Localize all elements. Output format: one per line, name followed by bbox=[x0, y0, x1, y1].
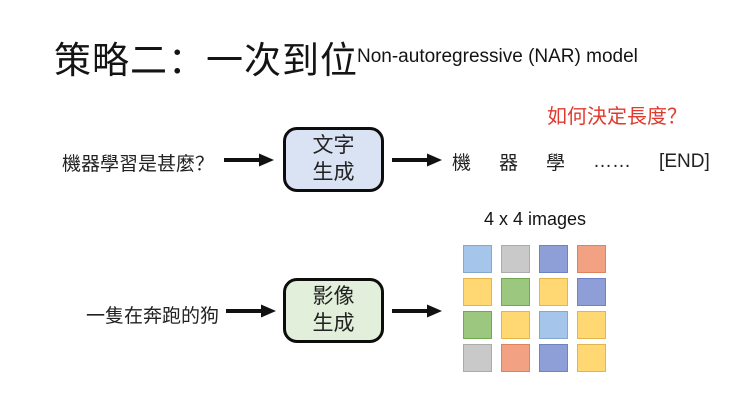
ellipsis-token: …… bbox=[593, 150, 632, 172]
image-grid bbox=[463, 245, 606, 372]
text-generation-box: 文字 生成 bbox=[283, 127, 384, 192]
grid-cell-orange bbox=[577, 245, 606, 273]
grid-cell-gray bbox=[501, 245, 530, 273]
right-arrow-icon bbox=[226, 304, 276, 318]
grid-label: 4 x 4 images bbox=[483, 209, 587, 229]
length-question-note: 如何決定長度？ bbox=[547, 106, 687, 128]
output-token: 學 bbox=[546, 153, 566, 174]
grid-cell-lightblue bbox=[463, 245, 492, 273]
grid-cell-gray bbox=[463, 344, 492, 372]
grid-cell-yellow bbox=[463, 278, 492, 306]
output-token: 機 bbox=[452, 153, 472, 174]
grid-cell-yellow bbox=[577, 344, 606, 372]
right-arrow-icon bbox=[392, 153, 442, 167]
grid-cell-lightblue bbox=[539, 311, 568, 339]
output-token-row: 機 器 學 …… [END] bbox=[452, 148, 710, 175]
text-flow-input: 機器學習是甚麼？ bbox=[62, 154, 215, 175]
grid-cell-blue bbox=[577, 278, 606, 306]
page-title: 策略二：一次到位 bbox=[54, 40, 358, 81]
grid-cell-blue bbox=[539, 245, 568, 273]
image-flow-input: 一隻在奔跑的狗 bbox=[86, 306, 220, 327]
grid-cell-yellow bbox=[539, 278, 568, 306]
grid-cell-yellow bbox=[501, 311, 530, 339]
output-token: 器 bbox=[499, 153, 519, 174]
grid-cell-green bbox=[501, 278, 530, 306]
end-token: [END] bbox=[659, 150, 710, 172]
grid-cell-yellow bbox=[577, 311, 606, 339]
page-subtitle: Non-autoregressive (NAR) model bbox=[357, 46, 638, 67]
right-arrow-icon bbox=[392, 304, 442, 318]
grid-cell-orange bbox=[501, 344, 530, 372]
grid-cell-green bbox=[463, 311, 492, 339]
grid-cell-blue bbox=[539, 344, 568, 372]
image-generation-box: 影像 生成 bbox=[283, 278, 384, 343]
right-arrow-icon bbox=[224, 153, 274, 167]
